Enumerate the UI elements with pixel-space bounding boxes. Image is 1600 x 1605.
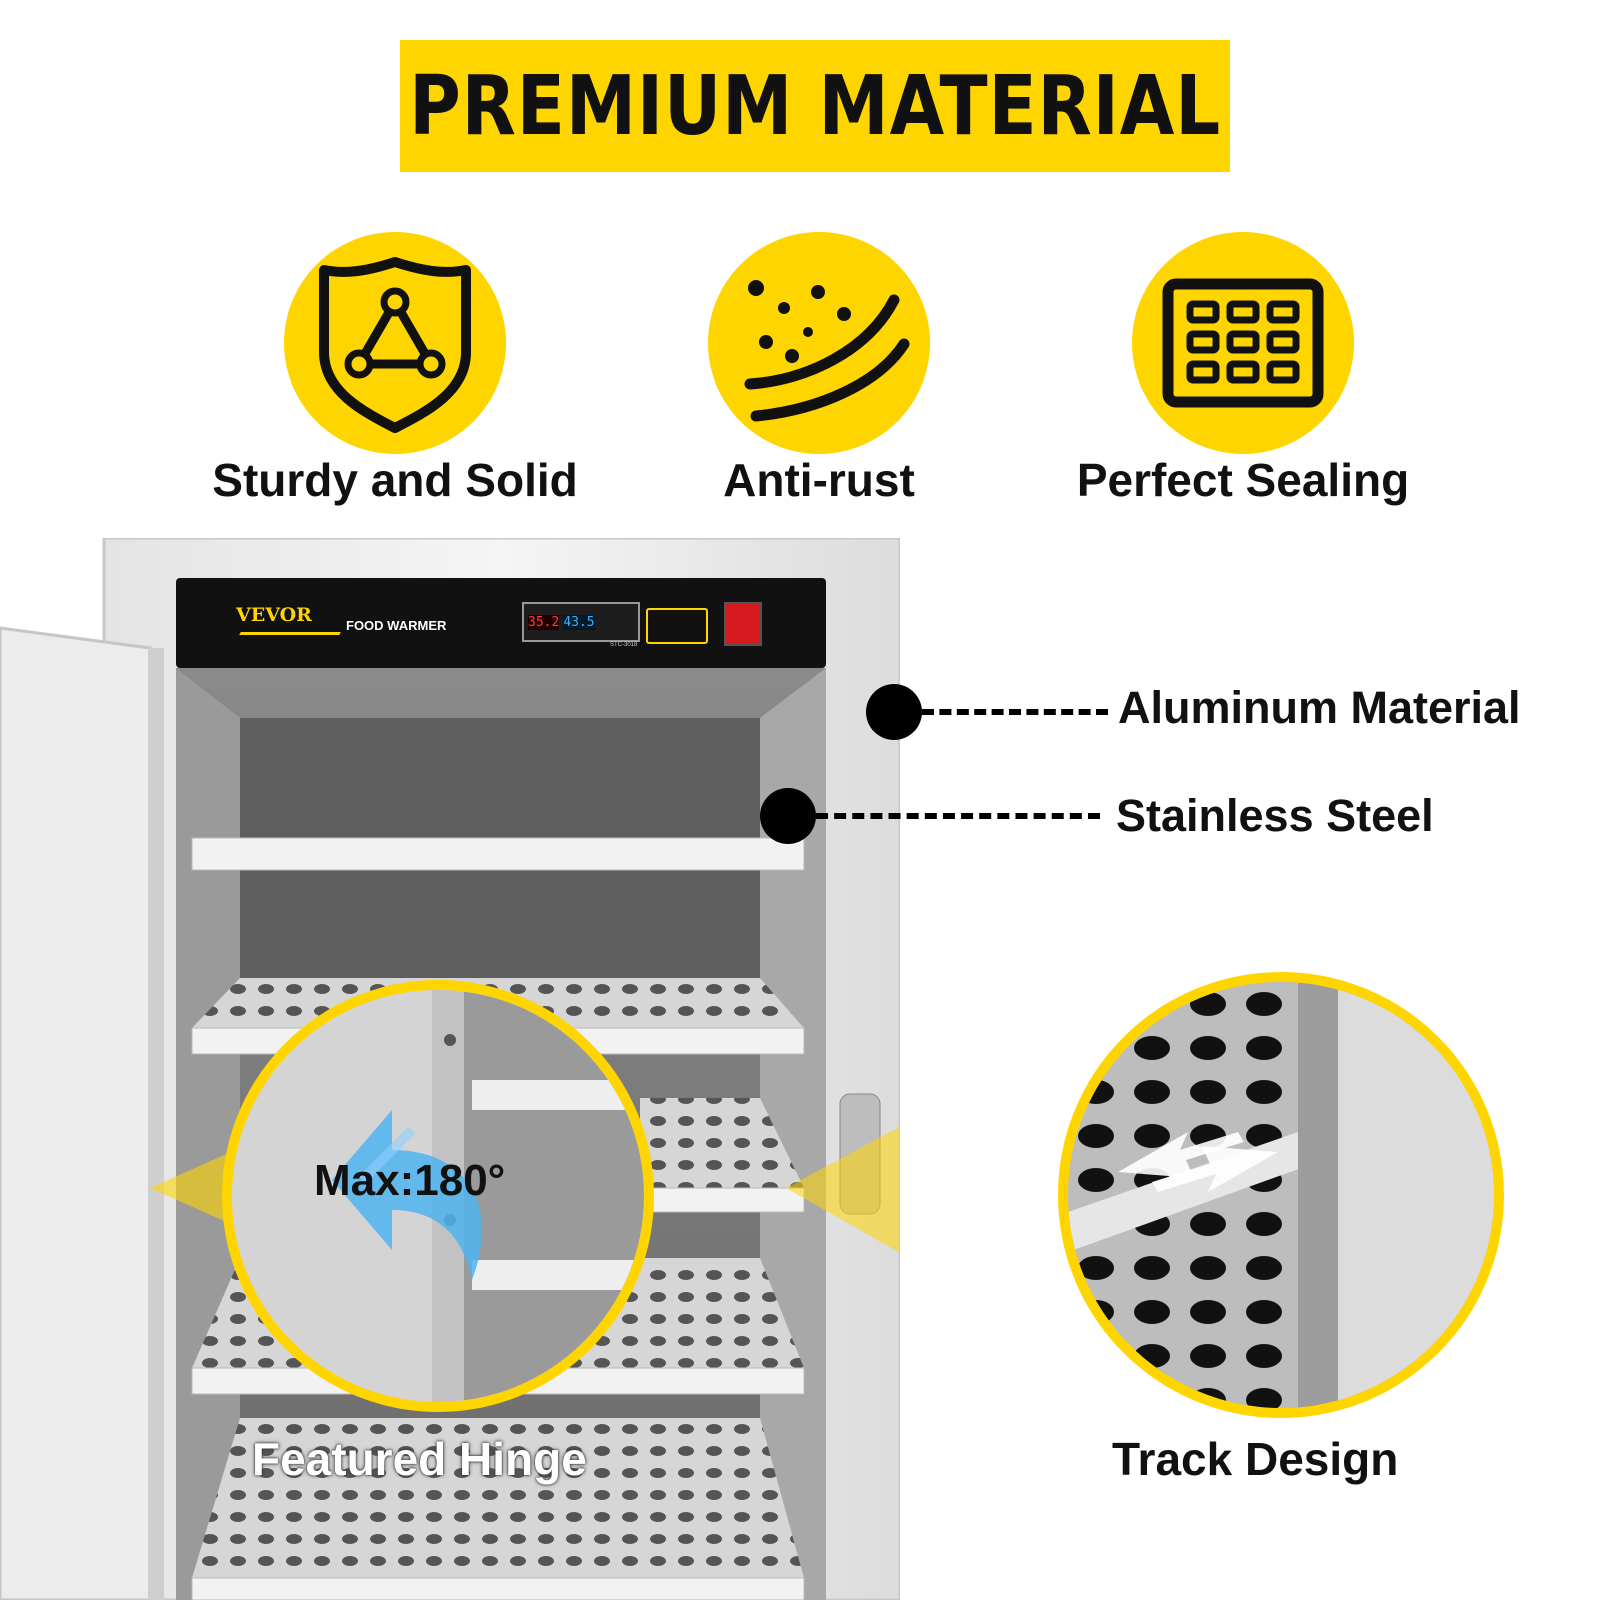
hinge-max-label: Max:180° bbox=[314, 1156, 506, 1205]
stainless-label: Stainless Steel bbox=[1116, 790, 1434, 841]
sealing-grid-icon bbox=[1162, 278, 1324, 408]
product-name: FOOD WARMER bbox=[346, 618, 447, 633]
title-banner: PREMIUM MATERIAL bbox=[400, 40, 1230, 172]
brand-underline bbox=[239, 632, 341, 635]
track-caption: Track Design bbox=[1112, 1433, 1399, 1485]
temperature-display: 35.2 43.5 bbox=[522, 602, 640, 642]
shield-icon bbox=[319, 257, 471, 433]
aluminum-marker-dot bbox=[866, 684, 922, 740]
power-switch[interactable] bbox=[724, 602, 762, 646]
hinge-caption: Featured Hinge bbox=[252, 1433, 587, 1485]
feature-circle-sturdy bbox=[284, 232, 506, 454]
feature-circle-anti-rust bbox=[708, 232, 930, 454]
feature-circle-sealing bbox=[1132, 232, 1354, 454]
rotate-arrow-icon bbox=[332, 1110, 483, 1280]
hinge-zoom-circle: Max:180° bbox=[222, 980, 654, 1412]
display-left-value: 35.2 bbox=[528, 614, 560, 630]
brand-logo: VEVOR bbox=[236, 604, 312, 626]
feature-label-anti-rust: Anti-rust bbox=[723, 454, 915, 506]
track-arrow-left-icon bbox=[1118, 1132, 1244, 1178]
food-warmer-cabinet bbox=[0, 536, 1120, 1602]
stainless-dashed-line bbox=[816, 813, 1100, 819]
anti-rust-icon bbox=[744, 280, 910, 422]
display-right-value: 43.5 bbox=[563, 614, 595, 630]
track-zoom-circle bbox=[1058, 972, 1504, 1418]
aluminum-label: Aluminum Material bbox=[1118, 682, 1521, 733]
banner-title: PREMIUM MATERIAL bbox=[409, 58, 1221, 154]
feature-label-sturdy: Sturdy and Solid bbox=[212, 454, 578, 506]
display-model: STC-3018 bbox=[610, 642, 638, 648]
aluminum-dashed-line bbox=[922, 709, 1108, 715]
feature-label-sealing: Perfect Sealing bbox=[1076, 454, 1410, 506]
track-arrow-right-icon bbox=[1152, 1146, 1278, 1192]
instruction-label bbox=[646, 608, 708, 644]
stainless-marker-dot bbox=[760, 788, 816, 844]
